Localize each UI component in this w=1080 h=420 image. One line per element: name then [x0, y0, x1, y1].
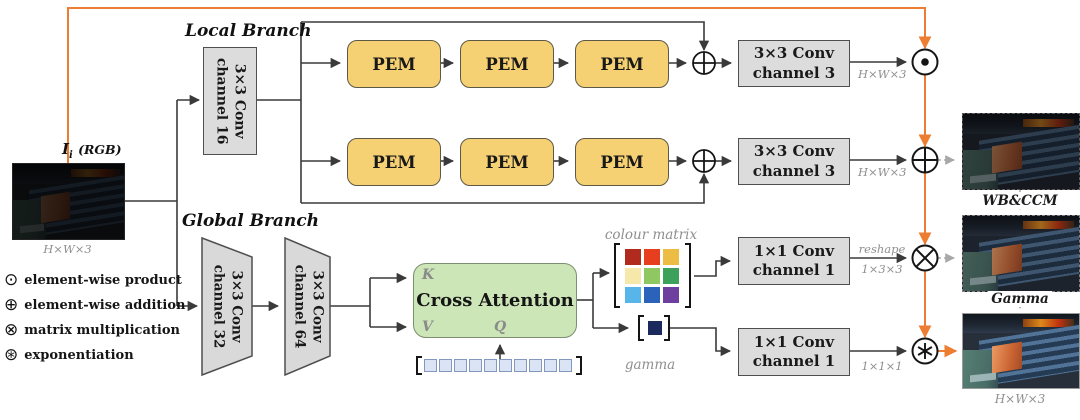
wbccm-stage-label: WB&CCM [962, 193, 1078, 209]
matrix-cell [625, 249, 641, 265]
exponentiation-node [911, 337, 939, 365]
gamma-bracket-right [664, 315, 670, 341]
token-square [439, 359, 452, 372]
matrix-bracket-right [685, 243, 691, 308]
token-square [424, 359, 437, 372]
legend-item-addition: ⊕ element-wise addition [4, 295, 186, 315]
matrix-cell [663, 287, 679, 303]
matrix-cell [663, 249, 679, 265]
local-branch-title: Local Branch [185, 21, 312, 41]
matrix-multiplication-node [911, 244, 939, 272]
matrix-cell [644, 268, 660, 284]
orange-arrows [67, 7, 958, 358]
gamma-cell [648, 321, 662, 335]
exponentiation-icon: ⊛ [4, 345, 19, 365]
gamma-dim-label: 1×1×1 [861, 359, 903, 373]
scene-banner [70, 169, 120, 177]
token-square [559, 359, 572, 372]
query-label: Q [494, 319, 507, 335]
conv3-bottom-dim: H×W×3 [858, 165, 907, 179]
reshape-dim-label: 1×3×3 [861, 262, 903, 276]
token-square [499, 359, 512, 372]
matrix-cell [625, 287, 641, 303]
scene-tarp [40, 191, 70, 224]
input-label: Ii (RGB) [62, 140, 122, 161]
token-square [469, 359, 482, 372]
token-square [544, 359, 557, 372]
global-branch-title: Global Branch [182, 211, 320, 231]
cross-attention-block: Cross Attention K V Q [413, 263, 577, 338]
pem-block-1: PEM [347, 40, 441, 88]
pem-block-3: PEM [575, 40, 669, 88]
matrix-multiplication-icon: ⊗ [4, 320, 19, 340]
pem-block-6: PEM [575, 138, 669, 186]
gamma-stage-label: Gamma [962, 291, 1078, 307]
pem-block-4: PEM [347, 138, 441, 186]
scene-floor [13, 200, 47, 239]
add-node-local-bottom [692, 149, 716, 173]
token-square [529, 359, 542, 372]
input-dim-label: H×W×3 [43, 242, 92, 256]
elementwise-addition-node [911, 146, 939, 174]
token-square [454, 359, 467, 372]
elementwise-product-icon: ⊙ [4, 270, 19, 290]
legend-item-matmul: ⊗ matrix multiplication [4, 320, 180, 340]
gamma-bracket-left [638, 315, 644, 341]
gamma-small-label: gamma [624, 357, 676, 373]
matrix-cell [644, 249, 660, 265]
gamma-image [962, 215, 1080, 292]
conv32-trapezoid [201, 236, 253, 377]
legend-item-product: ⊙ element-wise product [4, 270, 182, 290]
add-node-local-top [692, 51, 716, 75]
token-square [484, 359, 497, 372]
token-bracket-right [576, 356, 582, 375]
reshape-label: reshape [858, 242, 906, 256]
pem-block-5: PEM [460, 138, 554, 186]
token-bracket-left [416, 356, 422, 375]
legend-item-exponentiation: ⊛ exponentiation [4, 345, 134, 365]
colour-matrix-label: colour matrix [604, 227, 698, 243]
pem-block-2: PEM [460, 40, 554, 88]
black-connectors [123, 22, 594, 328]
matrix-bracket-left [614, 243, 620, 308]
wbccm-image [962, 113, 1080, 190]
value-label: V [422, 319, 433, 335]
elementwise-addition-icon: ⊕ [4, 295, 19, 315]
conv64-trapezoid [284, 236, 331, 377]
final-dim-label: H×W×3 [994, 392, 1046, 406]
token-square [514, 359, 527, 372]
conv3-top-dim: H×W×3 [858, 67, 907, 81]
final-image [962, 313, 1080, 389]
black-arrows [177, 21, 908, 359]
matrix-cell [663, 268, 679, 284]
token-row [424, 359, 572, 372]
elementwise-product-node [911, 48, 939, 76]
key-label: K [422, 267, 435, 283]
colour-matrix [625, 249, 679, 303]
matrix-cell [644, 287, 660, 303]
input-image [12, 163, 125, 240]
matrix-cell [625, 268, 641, 284]
